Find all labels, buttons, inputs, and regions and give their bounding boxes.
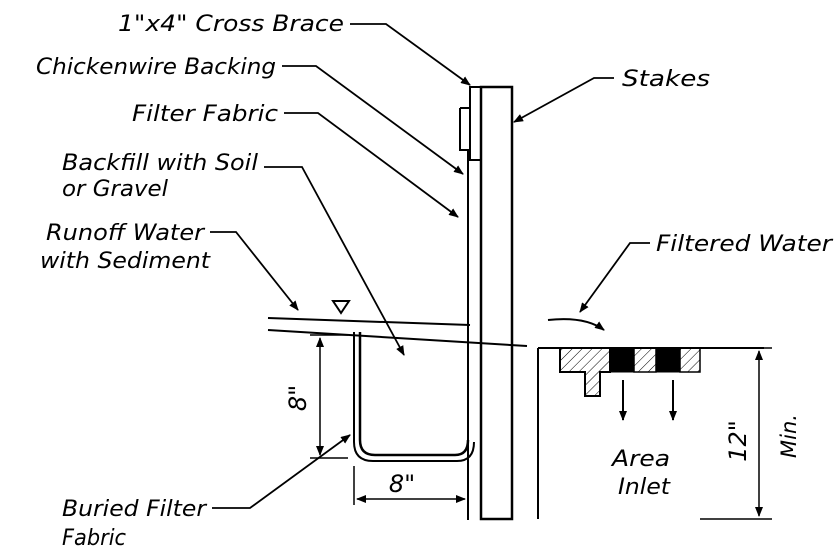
label-filtered-water: Filtered Water	[656, 232, 834, 257]
label-runoff-line1: Runoff Water	[46, 221, 206, 246]
leader-runoff	[210, 231, 299, 311]
grate-bar-2	[655, 347, 681, 373]
leader-filtered-water	[579, 242, 650, 313]
buried-filter-fabric-inner	[353, 332, 475, 462]
label-stakes: Stakes	[622, 67, 710, 92]
dim-width-label: 8"	[389, 470, 415, 498]
label-area-inlet-line1: Area	[610, 447, 670, 472]
label-filter-fabric: Filter Fabric	[132, 102, 278, 127]
water-surface	[267, 317, 471, 326]
water-level-symbol	[331, 300, 351, 315]
dim-depth-label: 8"	[284, 385, 312, 411]
filtered-water-flow-arrow	[547, 318, 605, 331]
inlet-frame	[559, 347, 611, 397]
label-cross-brace: 1"x4" Cross Brace	[118, 12, 344, 37]
leader-cross-brace	[350, 23, 471, 86]
label-buried-line2: Fabric	[62, 526, 126, 551]
grate-gap-2	[679, 347, 701, 373]
dim-min-label: Min.	[777, 414, 801, 458]
stake-post	[479, 85, 514, 521]
grate-bar-1	[609, 347, 635, 373]
filter-fabric	[460, 107, 471, 150]
label-runoff-line2: with Sediment	[40, 249, 211, 274]
leader-buried-fabric	[212, 434, 351, 509]
ground-line-left	[267, 329, 528, 347]
label-area-inlet-line2: Inlet	[618, 475, 671, 500]
cross-brace	[469, 86, 482, 161]
leader-chickenwire	[282, 65, 464, 175]
label-backfill-line2: or Gravel	[62, 177, 168, 202]
label-buried-line1: Buried Filter	[62, 497, 208, 522]
dim-height-label: 12"	[724, 420, 752, 462]
grate-gap-1	[633, 347, 657, 373]
label-backfill-line1: Backfill with Soil	[62, 151, 258, 176]
buried-filter-fabric	[358, 332, 470, 457]
label-chickenwire-backing: Chickenwire Backing	[36, 55, 276, 80]
leader-filter-fabric	[284, 112, 459, 218]
leader-backfill	[264, 166, 405, 356]
leader-stakes	[513, 77, 614, 123]
chickenwire-backing	[459, 108, 469, 520]
